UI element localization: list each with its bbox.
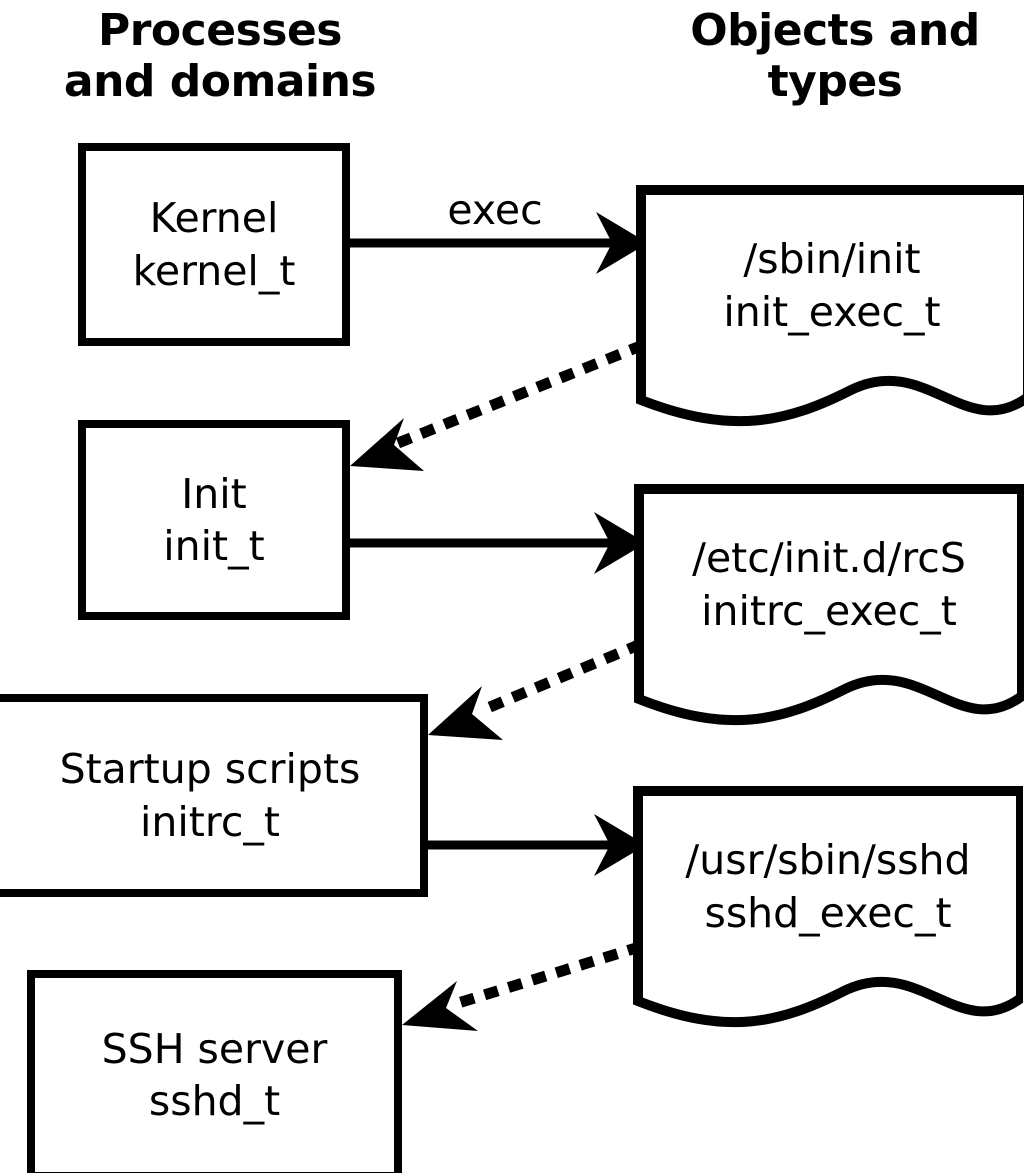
object-doc-initrc-exec[interactable]: /etc/init.d/rcS initrc_exec_t (634, 484, 1024, 739)
edge-init-exec-to-init (350, 339, 646, 471)
object-doc-initrc-exec-path: /etc/init.d/rcS (692, 534, 966, 582)
edge-initrc-exec-to-initrc (428, 638, 644, 740)
column-header-processes: Processes and domains (63, 5, 377, 107)
object-doc-init-exec-path: /sbin/init (743, 235, 921, 283)
object-doc-sshd-exec-path: /usr/sbin/sshd (685, 836, 971, 884)
process-box-init-type: init_t (163, 522, 265, 570)
object-doc-sshd-exec[interactable]: /usr/sbin/sshd sshd_exec_t (633, 786, 1023, 1041)
process-box-init-name: Init (181, 469, 247, 518)
process-box-startup-scripts-name: Startup scripts (59, 745, 361, 794)
process-box-kernel-type: kernel_t (132, 246, 296, 295)
edge-init-to-initrc-exec (350, 512, 646, 574)
process-box-kernel[interactable]: Kernel kernel_t (78, 143, 350, 346)
document-shape-icon (636, 185, 1024, 427)
document-shape-icon (634, 484, 1024, 726)
process-box-init[interactable]: Init init_t (78, 420, 350, 620)
process-box-ssh-server-name: SSH server (101, 1024, 328, 1073)
process-box-ssh-server[interactable]: SSH server sshd_t (27, 970, 402, 1173)
object-doc-init-exec-type: init_exec_t (723, 288, 941, 336)
process-box-kernel-name: Kernel (149, 194, 279, 243)
process-box-ssh-server-type: sshd_t (148, 1077, 281, 1125)
edge-sshd-exec-to-sshd (402, 941, 643, 1031)
document-shape-icon (633, 786, 1023, 1028)
object-doc-init-exec[interactable]: /sbin/init init_exec_t (636, 185, 1024, 440)
process-box-startup-scripts-type: initrc_t (140, 797, 280, 846)
object-doc-initrc-exec-type: initrc_exec_t (701, 587, 957, 635)
object-doc-sshd-exec-type: sshd_exec_t (704, 889, 952, 937)
edge-label-exec: exec (447, 186, 543, 234)
process-box-startup-scripts[interactable]: Startup scripts initrc_t (0, 694, 428, 897)
edge-initrc-to-sshd-exec (428, 814, 646, 876)
column-header-objects: Objects and types (690, 5, 980, 107)
